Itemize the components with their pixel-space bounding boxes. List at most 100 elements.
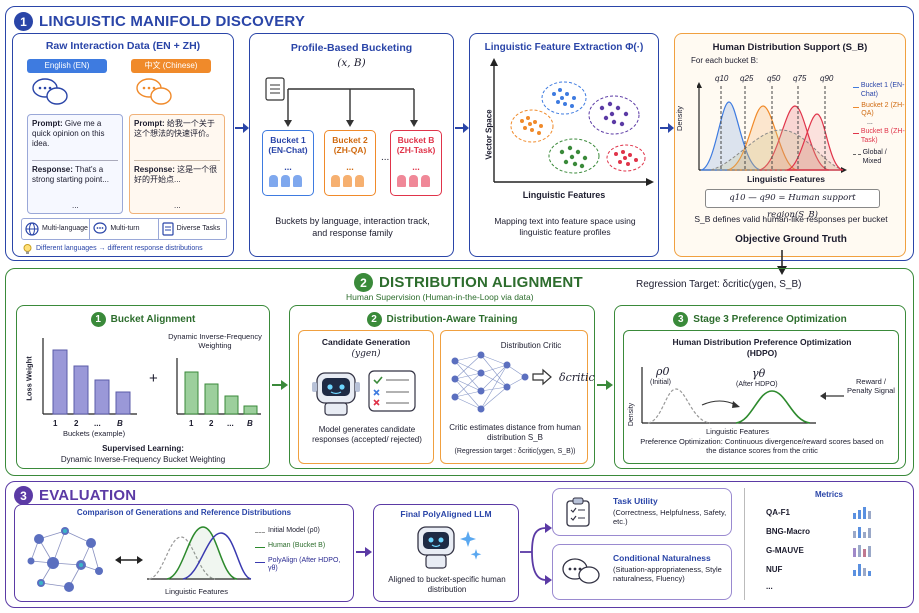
bucketing-panel: Profile-Based Bucketing (x, B) Bucket 1 … [249,33,454,257]
rho-sub: (Initial) [650,379,672,386]
support-subtitle: For each bucket B: [691,56,759,65]
legend-global: Global / Mixed [862,149,887,165]
tick-b: B [117,419,123,428]
eval-xaxis-label: Linguistic Features [165,587,228,596]
sparkle-icon [460,531,476,547]
legend-ellipsis: ... [867,119,873,126]
arrow-p1-to-p2 [272,380,288,390]
section-3-header: 3 EVALUATION [14,486,136,505]
inv-tick-2: 2 [209,419,214,428]
comparison-title: Comparison of Generations and Reference … [76,508,292,517]
arrow-bucket-to-feature [455,123,469,133]
final-llm-title: Final PolyAligned LLM [400,509,492,519]
double-arrow-icon [115,556,143,564]
bucket-b-curve [758,105,830,171]
hdpo-density-plot [641,367,816,424]
p1-title: Bucket Alignment [110,314,196,325]
evaluation-legend: Initial Model (ρ0) Human (Bucket B) Poly… [255,527,351,574]
metric-bar-icon [853,564,871,576]
rho-curve [647,388,711,424]
candidate-desc: Model generates candidate responses (acc… [312,425,422,445]
metric-qa-f1: QA-F1 [766,508,790,517]
english-tab: English (EN) [27,59,107,73]
en-response: Response: That's a strong starting point… [32,165,109,184]
chat-bubbles-icon [562,558,600,584]
bucket-1: Bucket 1 (EN-Chat) ... [262,130,314,196]
metric-ellipsis: ... [766,582,773,591]
bar-2 [73,365,89,415]
metrics-divider [744,488,745,600]
support-xaxis-label: Linguistic Features [747,174,825,184]
bucket-bar-chart [42,338,137,415]
q90-label: q90 [820,74,834,83]
critic-desc: Critic estimates distance from human dis… [449,423,581,443]
zh-ellipsis: ... [174,201,181,210]
q75-label: q75 [793,74,807,83]
en-ellipsis: ... [72,201,79,210]
critic-regression: (Regression target : δcritic(ygen, S_B)) [454,448,576,455]
tick-dots: ... [94,419,101,428]
bucketing-subtitle: (x, B) [337,57,366,69]
inv-bar-3 [224,395,239,415]
candidate-title: Candidate Generation [321,337,411,347]
inv-tick-b: B [247,419,253,428]
preference-optimization-panel: 3 Stage 3 Preference Optimization Human … [614,305,906,469]
bucket-ellipsis: ... [381,152,390,163]
bucketing-tree [265,77,418,127]
critic-title: Distribution Critic [500,341,562,350]
task-utility-card: Task Utility (Correctness, Helpfulness, … [552,488,732,536]
inv-tick-1: 1 [189,419,194,428]
inverse-frequency-chart [176,358,261,415]
feature-diverse-tasks: Diverse Tasks [176,224,221,232]
clipboard-icon [566,497,590,527]
legend-human: Human (Bucket B) [268,541,326,549]
cluster-blue [541,81,587,115]
section-evaluation: 3 EVALUATION Comparison of Generations a… [5,481,914,608]
metric-bng-macro: BNG-Macro [766,527,811,536]
objective-ground-truth: Objective Ground Truth [735,234,847,245]
metrics-panel: Metrics QA-F1 BNG-Macro G-MAUVE NUF ... [752,488,906,600]
reward-arrow [820,392,844,400]
metric-bar-icon [853,545,871,557]
legend-polyalign: PolyAlign (After HDPO, γθ) [268,556,341,573]
inv-bar-1 [184,371,199,415]
raw-data-title: Raw Interaction Data (EN + ZH) [45,40,201,52]
split-arrows [520,523,552,585]
section-2-number: 2 [354,273,373,292]
feature-extraction-panel: Linguistic Feature Extraction Φ(·) Vecto… [469,33,659,257]
arrow-compare-to-final [356,547,372,557]
chinese-tab: 中文 (Chinese) [131,59,211,73]
robot-checklist-illustration [312,370,416,416]
bucket-1-curve [700,101,762,171]
section-distribution-alignment: 2 DISTRIBUTION ALIGNMENT Human Supervisi… [5,268,914,476]
feature-extraction-title: Linguistic Feature Extraction Φ(·) [484,42,644,53]
preference-optimization-header: 3 Stage 3 Preference Optimization [615,312,905,327]
lightbulb-icon [23,244,32,254]
initial-curve [148,536,216,580]
section-2-subtitle: Human Supervision (Human-in-the-Loop via… [346,292,534,302]
network-graph-illustration [27,527,103,592]
final-llm-desc: Aligned to bucket-specific human distrib… [388,575,506,594]
bucket-b: Bucket B (ZH-Task) ... [390,130,442,196]
support-legend: Bucket 1 (EN-Chat) Bucket 2 (ZH-QA) ... … [853,82,905,167]
zh-response: Response: 这是一个很好的开始点... [134,165,218,184]
language-note-text: Different languages → different response… [36,245,203,253]
hdpo-title: Human Distribution Preference Optimizati… [672,337,852,358]
legend-initial-model: Initial Model (ρ0) [268,527,320,534]
support-desc: S_B defines valid human-like responses p… [694,214,888,224]
loss-weight-label: Loss Weight [24,356,34,401]
gamma-label: γθ [752,367,766,380]
section-3-title: EVALUATION [39,487,137,504]
reward-signal: Reward / Penalty Signal [847,377,895,396]
hdpo-desc: Preference Optimization: Continuous dive… [640,437,884,455]
legend-bucket-1: Bucket 1 (EN-Chat) [860,82,905,98]
metric-g-mauve: G-MAUVE [766,546,804,555]
cluster-red [606,144,646,172]
globe-icon [25,222,39,236]
regression-target: Regression Target: δcritic(ygen, S_B) [636,279,802,290]
legend-bucket-b: Bucket B (ZH-Task) [860,127,905,144]
rho-label: ρ0 [656,365,670,378]
bucket-2: Bucket 2 (ZH-QA) ... [324,130,376,196]
neural-network-illustration [451,351,552,413]
english-sample-card: Prompt: Give me a quick opinion on this … [27,114,123,214]
